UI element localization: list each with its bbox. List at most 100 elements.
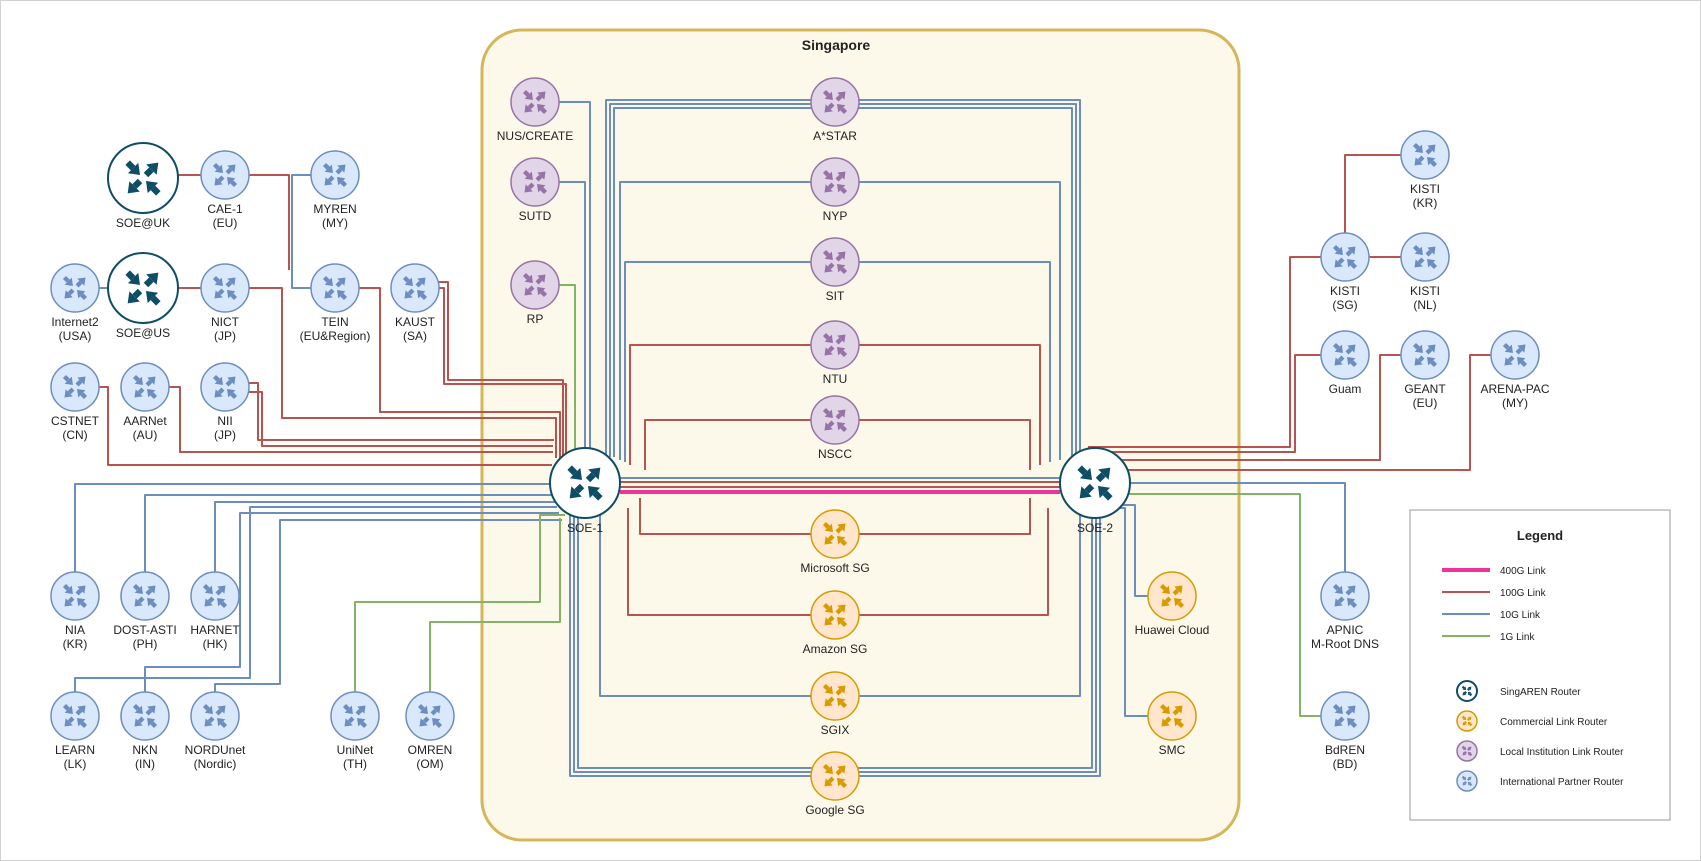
link-100g-12 xyxy=(359,287,561,458)
node-label: Internet2 xyxy=(51,315,99,329)
node-label: (JP) xyxy=(214,428,236,442)
node-sutd[interactable]: SUTD xyxy=(510,157,560,223)
node-label: (PH) xyxy=(133,637,158,651)
node-nia[interactable]: NIA(KR) xyxy=(50,571,100,651)
router-icon xyxy=(1320,232,1370,282)
node-google[interactable]: Google SG xyxy=(805,751,865,817)
legend-label: 10G Link xyxy=(1500,610,1541,621)
node-label: SMC xyxy=(1159,743,1186,757)
node-cae1[interactable]: CAE-1(EU) xyxy=(200,150,250,230)
node-nii[interactable]: NII(JP) xyxy=(200,362,250,442)
link-1g-28 xyxy=(354,514,565,692)
node-rp[interactable]: RP xyxy=(510,260,560,326)
node-label: SOE-1 xyxy=(567,521,603,535)
node-harnet[interactable]: HARNET(HK) xyxy=(190,571,240,651)
router-icon xyxy=(1147,571,1197,621)
node-smc[interactable]: SMC xyxy=(1147,691,1197,757)
node-soe2[interactable]: SOE-2 xyxy=(1059,447,1131,535)
node-label: NKN xyxy=(132,743,157,757)
legend-router-item: Commercial Link Router xyxy=(1456,710,1608,732)
node-myren[interactable]: MYREN(MY) xyxy=(310,150,360,230)
router-icon xyxy=(810,157,860,207)
router-icon xyxy=(1456,680,1478,702)
node-bdren[interactable]: BdREN(BD) xyxy=(1320,691,1370,771)
node-label: SIT xyxy=(826,289,845,303)
node-ntu[interactable]: NTU xyxy=(810,320,860,386)
router-icon xyxy=(50,362,100,412)
node-label: M-Root DNS xyxy=(1311,637,1379,651)
node-nict[interactable]: NICT(JP) xyxy=(200,263,250,343)
node-omren[interactable]: OMREN(OM) xyxy=(405,691,455,771)
region-title: Singapore xyxy=(802,37,871,53)
router-icon xyxy=(1147,691,1197,741)
node-label: ARENA-PAC xyxy=(1480,382,1549,396)
node-label: UniNet xyxy=(337,743,374,757)
node-cstnet[interactable]: CSTNET(CN) xyxy=(50,362,100,442)
node-label: (IN) xyxy=(135,757,155,771)
node-msft[interactable]: Microsoft SG xyxy=(800,509,870,575)
node-dost[interactable]: DOST-ASTI(PH) xyxy=(113,571,177,651)
node-astar[interactable]: A*STAR xyxy=(810,77,860,143)
node-label: NIA xyxy=(65,623,85,637)
node-uninet[interactable]: UniNet(TH) xyxy=(330,691,380,771)
node-arenapac[interactable]: ARENA-PAC(MY) xyxy=(1480,330,1550,410)
node-soe_us[interactable]: SOE@US xyxy=(107,252,179,340)
node-kisti_sg[interactable]: KISTI(SG) xyxy=(1320,232,1370,312)
node-amazon[interactable]: Amazon SG xyxy=(803,590,868,656)
node-kaust[interactable]: KAUST(SA) xyxy=(390,263,440,343)
node-soe_uk[interactable]: SOE@UK xyxy=(107,142,179,230)
node-nkn[interactable]: NKN(IN) xyxy=(120,691,170,771)
node-label: KISTI xyxy=(1410,284,1440,298)
node-soe1[interactable]: SOE-1 xyxy=(549,447,621,535)
router-icon xyxy=(107,252,179,324)
router-icon xyxy=(1456,710,1478,732)
node-label: Amazon SG xyxy=(803,642,868,656)
link-100g-49 xyxy=(1100,354,1401,461)
node-internet2[interactable]: Internet2(USA) xyxy=(50,263,100,343)
link-10g-22 xyxy=(74,483,553,572)
node-label: NTU xyxy=(823,372,848,386)
router-icon xyxy=(1490,330,1540,380)
node-nordunet[interactable]: NORDUnet(Nordic) xyxy=(185,691,246,771)
node-kisti_nl[interactable]: KISTI(NL) xyxy=(1400,232,1450,312)
node-sit[interactable]: SIT xyxy=(810,237,860,303)
node-nyp[interactable]: NYP xyxy=(810,157,860,223)
link-1g-21 xyxy=(559,284,576,450)
node-learn[interactable]: LEARN(LK) xyxy=(50,691,100,771)
node-label: SOE-2 xyxy=(1077,521,1113,535)
link-100g-14 xyxy=(439,287,567,456)
node-label: CSTNET xyxy=(51,414,100,428)
router-icon xyxy=(50,691,100,741)
node-tein[interactable]: TEIN(EU&Region) xyxy=(300,263,371,343)
router-icon xyxy=(1456,770,1478,792)
node-label: KISTI xyxy=(1410,182,1440,196)
node-label: A*STAR xyxy=(813,129,857,143)
link-100g-11 xyxy=(249,287,557,458)
node-aarnet[interactable]: AARNet(AU) xyxy=(120,362,170,442)
node-label: (HK) xyxy=(203,637,228,651)
node-sgix[interactable]: SGIX xyxy=(810,671,860,737)
node-label: APNIC xyxy=(1327,623,1364,637)
node-label: (AU) xyxy=(133,428,158,442)
router-icon xyxy=(810,320,860,370)
legend-box xyxy=(1409,509,1671,821)
node-nscc[interactable]: NSCC xyxy=(810,395,860,461)
node-label: (MY) xyxy=(1502,396,1528,410)
node-label: RP xyxy=(527,312,544,326)
legend-link-item: 1G Link xyxy=(1442,632,1535,643)
router-icon xyxy=(50,571,100,621)
node-kisti_kr[interactable]: KISTI(KR) xyxy=(1400,130,1450,210)
router-icon xyxy=(120,571,170,621)
node-nus[interactable]: NUS/CREATE xyxy=(497,77,573,143)
node-label: LEARN xyxy=(55,743,95,757)
node-guam[interactable]: Guam xyxy=(1320,330,1370,396)
node-label: NYP xyxy=(823,209,848,223)
router-icon xyxy=(405,691,455,741)
node-label: (CN) xyxy=(62,428,87,442)
node-geant[interactable]: GEANT(EU) xyxy=(1400,330,1450,410)
link-1g-29 xyxy=(429,518,561,692)
node-huawei[interactable]: Huawei Cloud xyxy=(1135,571,1210,637)
link-10g-25 xyxy=(74,506,557,692)
node-label: (LK) xyxy=(64,757,87,771)
